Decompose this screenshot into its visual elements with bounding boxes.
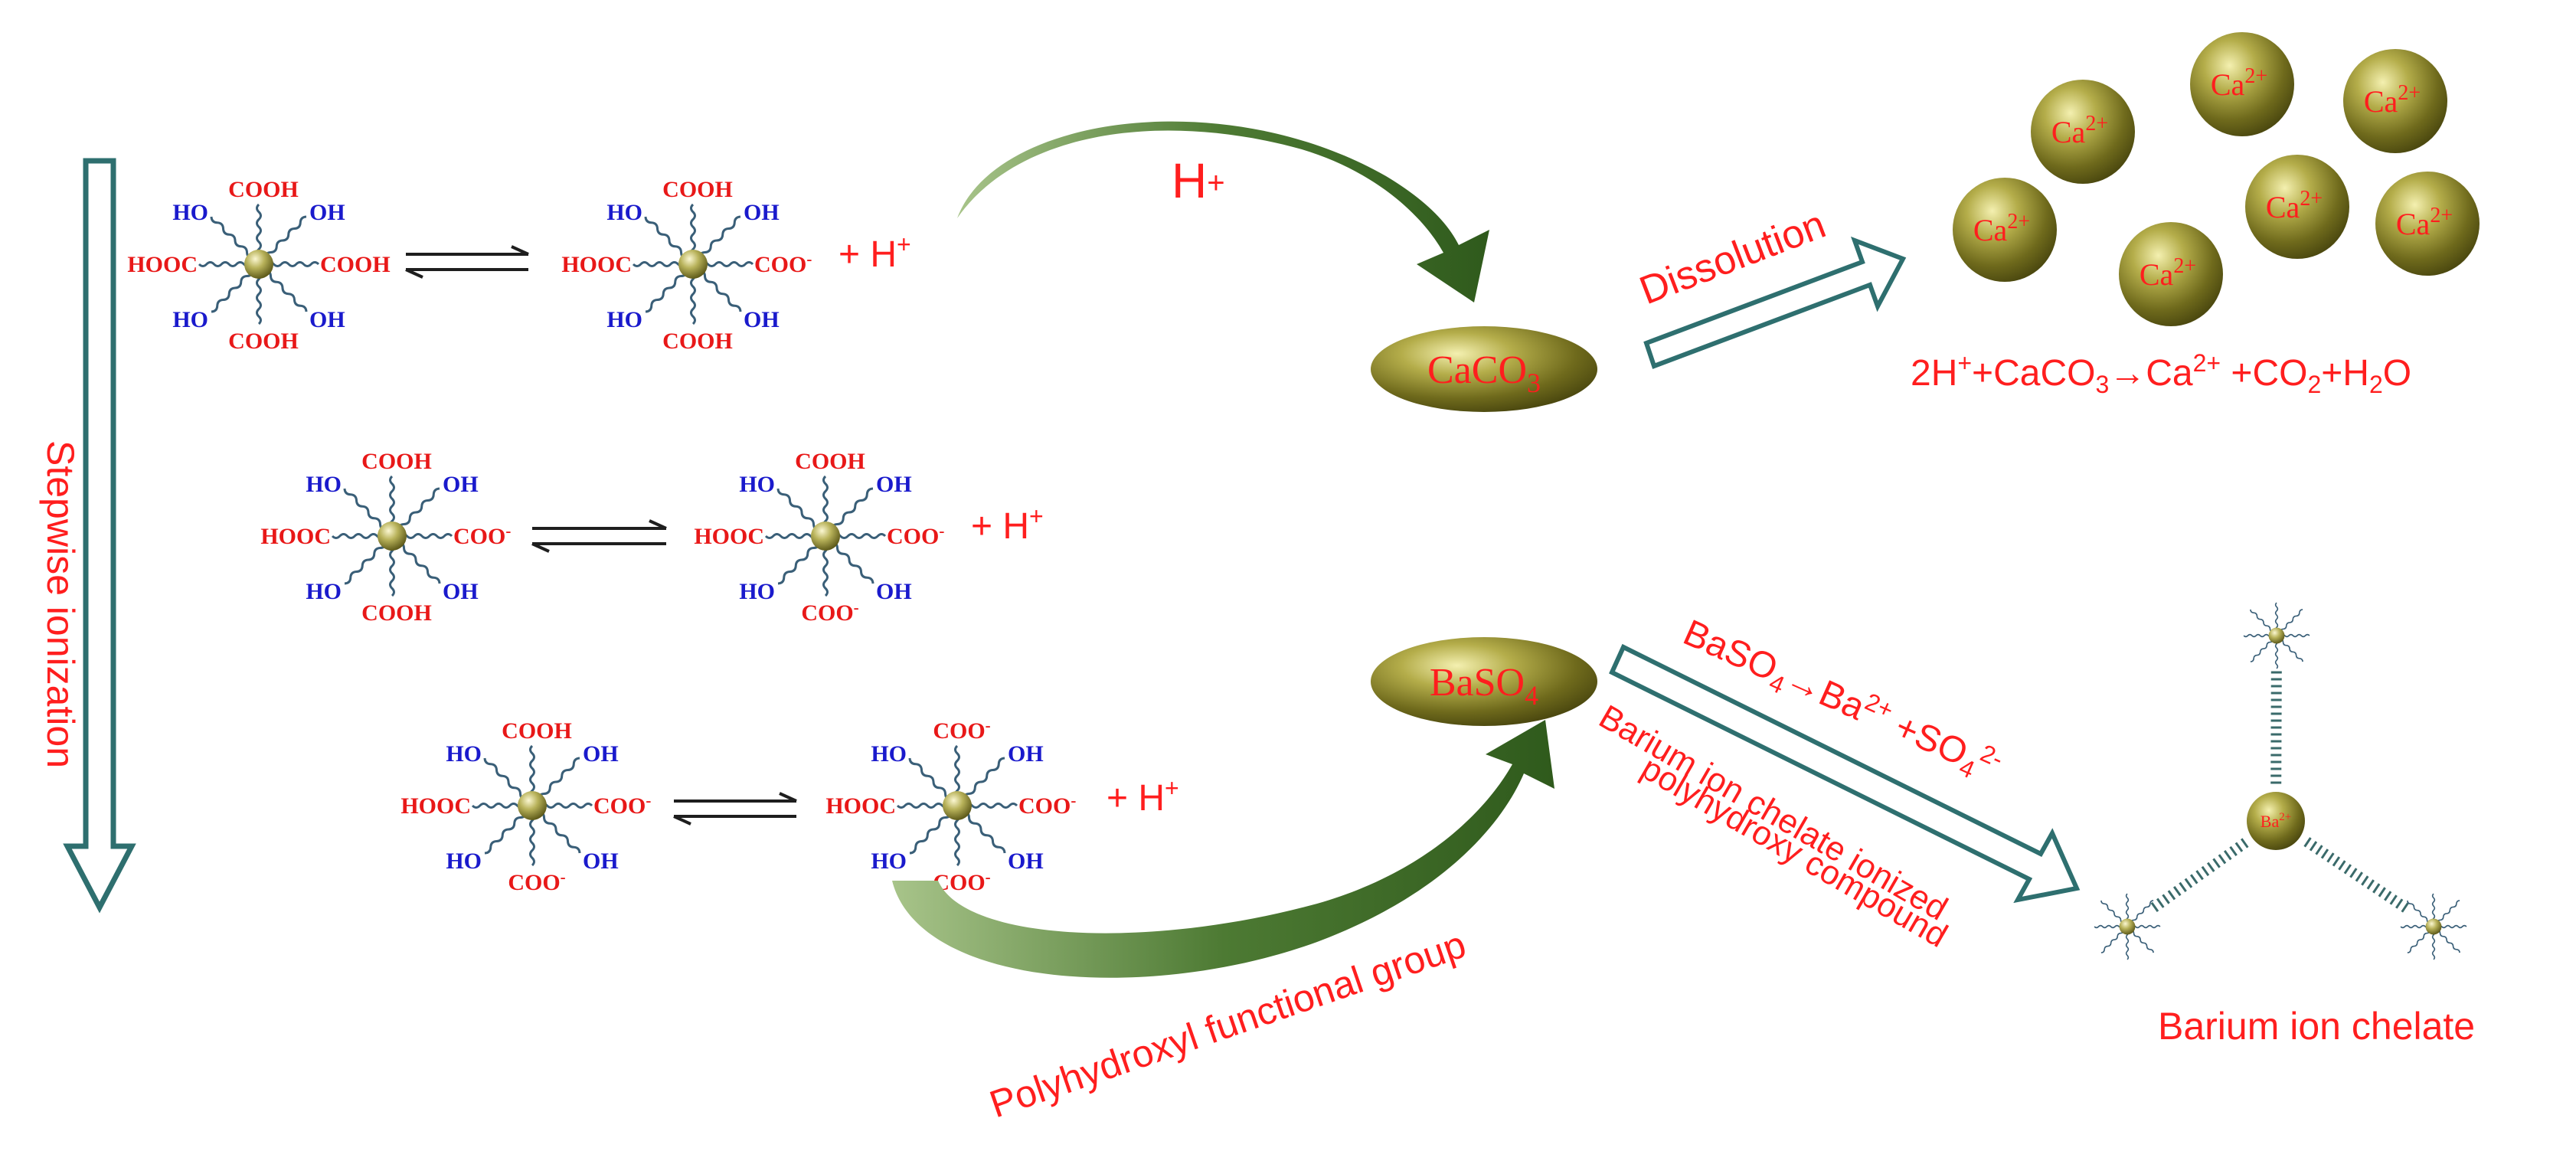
equilibrium-arrow-3	[673, 792, 797, 826]
svg-text:HO: HO	[606, 200, 642, 225]
stepwise-arrow	[63, 158, 136, 914]
svg-text:COO-: COO-	[801, 598, 858, 626]
plus-h-1: + H+	[839, 231, 911, 275]
barium-chelate-label: Barium ion chelate	[2158, 1005, 2475, 1048]
barium-chelate-structure: Ba2+	[2094, 602, 2467, 960]
svg-text:HOOC: HOOC	[400, 793, 471, 819]
svg-text:Ca2+: Ca2+	[2364, 81, 2421, 119]
equilibrium-arrow-2	[531, 519, 667, 553]
molecule-layer: COOH COOH COOH HOOC OH OH HO HO COOH COO- COOH HOOC…	[127, 177, 1076, 895]
calcium-ion-ball: Ca2+	[2375, 172, 2480, 276]
svg-text:OH: OH	[1008, 849, 1044, 874]
svg-text:COO-: COO-	[453, 522, 511, 549]
calcium-ion-ball: Ca2+	[2031, 80, 2135, 184]
equilibrium-arrow-1	[405, 245, 529, 279]
dissolution-arrow	[1643, 236, 1907, 369]
chelate-ligand-2	[2094, 893, 2161, 960]
calcium-ion-ball: Ca2+	[2190, 32, 2294, 136]
svg-text:OH: OH	[1008, 741, 1044, 767]
svg-text:COOH: COOH	[320, 252, 391, 277]
calcium-ion-ball: Ca2+	[2119, 222, 2223, 326]
svg-text:Ca2+: Ca2+	[2266, 187, 2323, 224]
svg-text:HOOC: HOOC	[694, 524, 764, 549]
baso4-oval: BaSO4	[1371, 637, 1597, 726]
calcium-equation: 2H++CaCO3→Ca2+ +CO2+H2O	[1911, 349, 2411, 398]
calcium-ion-ball: Ca2+	[1953, 178, 2057, 282]
plus-h-3: + H+	[1107, 774, 1179, 819]
svg-text:OH: OH	[309, 307, 345, 332]
svg-text:HO: HO	[172, 200, 208, 225]
svg-text:COOH: COOH	[228, 329, 299, 354]
barium-center-ball: Ba2+	[2247, 792, 2305, 850]
plus-h-2: + H+	[971, 502, 1044, 547]
svg-text:HOOC: HOOC	[825, 793, 896, 819]
svg-text:COOH: COOH	[662, 177, 733, 202]
svg-text:OH: OH	[443, 579, 479, 604]
svg-text:COOH: COOH	[502, 718, 572, 744]
svg-text:CaCO3: CaCO3	[1427, 348, 1541, 398]
svg-text:OH: OH	[876, 579, 912, 604]
svg-text:Ca2+: Ca2+	[2396, 204, 2453, 241]
calcium-ion-ball: Ca2+	[2343, 49, 2447, 153]
svg-text:HO: HO	[446, 741, 482, 767]
svg-text:COO-: COO-	[508, 868, 565, 895]
svg-text:COO-: COO-	[593, 791, 651, 819]
svg-text:COOH: COOH	[228, 177, 299, 202]
svg-text:Ba2+: Ba2+	[2261, 811, 2291, 831]
svg-text:OH: OH	[583, 849, 619, 874]
stepwise-label: Stepwise ionization	[39, 440, 82, 768]
svg-text:HO: HO	[739, 579, 775, 604]
calcium-ion-ball: Ca2+	[2245, 155, 2349, 259]
chelate-bond	[2303, 837, 2409, 913]
h-plus-curved-arrow	[957, 121, 1489, 302]
chelate-ligand-1	[2243, 602, 2310, 669]
chelate-bond	[2270, 671, 2282, 784]
svg-text:COOH: COOH	[795, 449, 865, 474]
svg-text:OH: OH	[443, 472, 479, 497]
svg-text:HO: HO	[172, 307, 208, 332]
chelate-bond	[2150, 838, 2249, 913]
svg-text:HO: HO	[306, 472, 342, 497]
svg-text:COOH: COOH	[361, 600, 432, 626]
svg-text:OH: OH	[876, 472, 912, 497]
svg-text:OH: OH	[744, 307, 780, 332]
chelate-ligand-3	[2400, 893, 2467, 960]
svg-text:HOOC: HOOC	[561, 252, 632, 277]
svg-text:HO: HO	[739, 472, 775, 497]
svg-text:Ca2+: Ca2+	[2211, 64, 2267, 102]
svg-text:OH: OH	[583, 741, 619, 767]
molecule-2b: COOH COO- COO- HOOC OH OH HO HO	[694, 449, 944, 626]
molecule-3a: COOH COO- COO- HOOC OH OH HO HO	[400, 718, 651, 895]
polyhydroxyl-curved-arrow	[892, 720, 1554, 978]
svg-text:OH: OH	[309, 200, 345, 225]
svg-text:COO-: COO-	[1018, 791, 1076, 819]
caco3-oval: CaCO3	[1371, 326, 1597, 412]
svg-text:HO: HO	[446, 849, 482, 874]
molecule-2a: COOH COO- COOH HOOC OH OH HO HO	[260, 449, 511, 626]
h-plus-label: H+	[1172, 153, 1225, 208]
svg-text:HO: HO	[306, 579, 342, 604]
molecule-1b: COOH COO- COOH HOOC OH OH HO HO	[561, 177, 812, 354]
svg-text:COOH: COOH	[662, 329, 733, 354]
svg-text:BaSO4: BaSO4	[1430, 661, 1538, 711]
svg-text:HO: HO	[871, 849, 907, 874]
svg-text:Ca2+: Ca2+	[1973, 210, 2030, 247]
svg-text:COO-: COO-	[933, 716, 990, 744]
svg-text:Ca2+: Ca2+	[2051, 112, 2108, 149]
calcium-ion-group: Ca2+ Ca2+ Ca2+ Ca2+ Ca2+ Ca2+ Ca2+	[1953, 32, 2480, 326]
barium-chelate-desc-line2: polyhydroxy compound	[1635, 749, 1953, 955]
svg-text:HO: HO	[606, 307, 642, 332]
svg-text:COOH: COOH	[361, 449, 432, 474]
svg-text:COO-: COO-	[754, 250, 812, 277]
svg-text:HOOC: HOOC	[260, 524, 331, 549]
molecule-1a: COOH COOH COOH HOOC OH OH HO HO	[127, 177, 390, 354]
svg-text:Ca2+: Ca2+	[2140, 254, 2196, 292]
svg-text:COO-: COO-	[887, 522, 944, 549]
svg-text:HOOC: HOOC	[127, 252, 198, 277]
svg-text:OH: OH	[744, 200, 780, 225]
svg-text:HO: HO	[871, 741, 907, 767]
barium-arrow	[1609, 643, 2081, 904]
